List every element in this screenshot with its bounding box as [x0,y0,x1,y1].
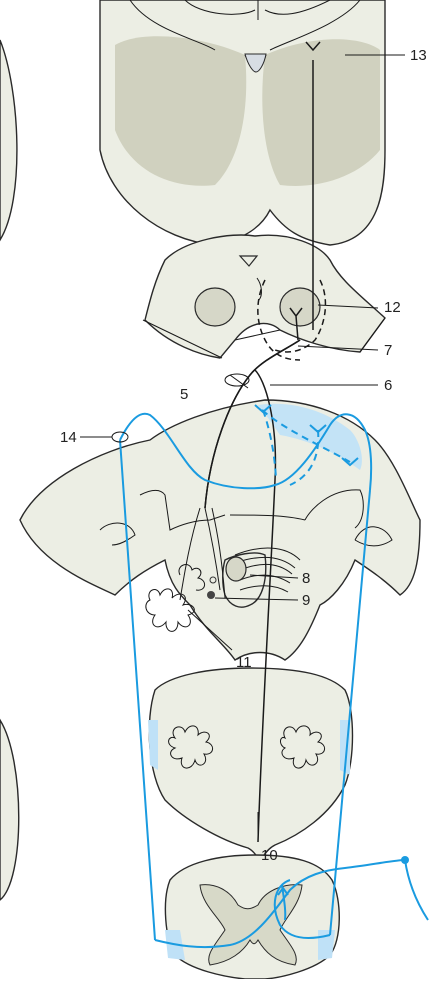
medulla-section [20,400,420,660]
label-9: 9 [302,593,310,608]
label-10: 10 [261,848,278,863]
label-5: 5 [180,387,188,402]
cord-section-lower [165,855,339,979]
label-8: 8 [302,571,310,586]
cord-section-upper [149,668,352,860]
label-14: 14 [60,430,77,445]
highlight-lower-right [318,930,335,960]
label-6: 6 [384,378,392,393]
label-7: 7 [384,343,392,358]
left-edge-outline-lower [0,720,19,900]
left-edge-outline-upper [0,40,17,240]
thalamus-section [100,0,385,245]
highlight-cord-left [148,720,158,770]
label-12: 12 [384,300,401,315]
label-11: 11 [236,655,252,670]
label-13: 13 [410,48,427,63]
